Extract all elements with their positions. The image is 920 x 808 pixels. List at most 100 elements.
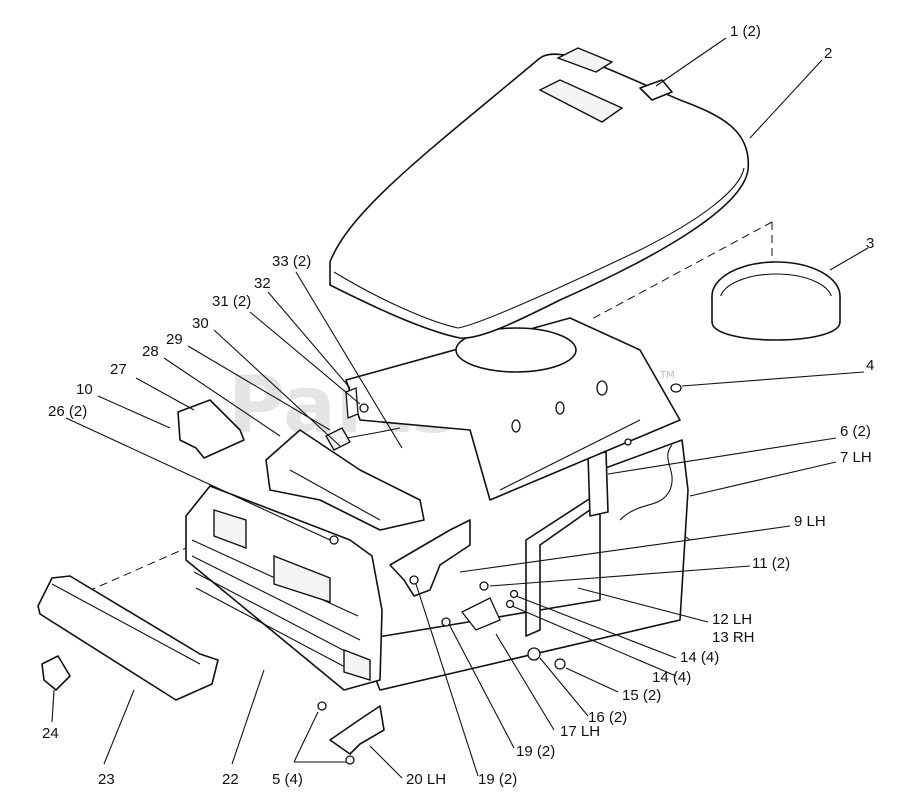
grille-mount-plate [389, 519, 471, 597]
callout-14a: 14 (4) [680, 649, 719, 666]
leader-15 [565, 667, 619, 693]
leader-28 [163, 357, 281, 437]
bolt-5-lower [345, 755, 355, 765]
leader-1 [655, 37, 727, 87]
pivot-17 [461, 597, 501, 631]
callout-2: 2 [824, 45, 832, 62]
leader-17 [495, 633, 555, 731]
dash-slot-3 [596, 380, 608, 396]
callout-20: 20 LH [406, 771, 446, 788]
leader-19a [449, 625, 515, 749]
hood-latch-recess [556, 47, 614, 73]
leader-10 [97, 395, 171, 429]
lower-grille-bracket [329, 705, 385, 755]
clip-screw [359, 403, 369, 413]
leader-32 [267, 291, 351, 389]
grille-slot-4 [195, 587, 363, 677]
screw-panel [624, 438, 632, 446]
callout-27: 27 [110, 361, 127, 378]
nose-cone-edge [51, 583, 201, 665]
leader-14a [515, 595, 677, 659]
harness-connector [325, 427, 351, 451]
callout-16: 16 (2) [588, 709, 627, 726]
watermark-trademark: TM [659, 370, 675, 381]
dash-panel [345, 317, 681, 501]
callout-12: 12 LH [712, 611, 752, 628]
dash-insert-fold [289, 469, 381, 521]
leader-9 [459, 525, 791, 573]
clip-nut [670, 383, 682, 393]
nut-15 [554, 658, 566, 670]
nut-14-b [505, 599, 515, 609]
callout-24: 24 [42, 725, 59, 742]
callout-11: 11 (2) [752, 555, 790, 572]
leader-31 [249, 311, 361, 405]
bolt-19-a [409, 575, 419, 585]
dash-insert [265, 429, 425, 531]
dash-slot-1 [511, 419, 521, 433]
harness-clip [345, 387, 359, 419]
leader-23 [103, 689, 135, 765]
callout-14b: 14 (4) [652, 669, 691, 686]
callout-19b: 19 (2) [478, 771, 517, 788]
nut-14-a [509, 589, 519, 599]
callout-31: 31 (2) [212, 293, 251, 310]
callout-7: 7 LH [840, 449, 872, 466]
leader-11 [489, 565, 751, 587]
grille-slot-3 [193, 571, 363, 661]
grille-lower-opening [343, 648, 371, 681]
dash-panel-lower-edge [499, 419, 641, 491]
screw-11 [479, 581, 489, 591]
callout-28: 28 [142, 343, 159, 360]
headlight-bracket [177, 399, 245, 459]
callout-22: 22 [222, 771, 239, 788]
side-panel-break-line [619, 444, 673, 521]
leader-26 [65, 417, 331, 541]
leader-33 [295, 271, 403, 449]
hood-vent [538, 79, 624, 123]
leader-19b [415, 583, 479, 777]
leader-16 [539, 657, 589, 717]
leader-4 [681, 371, 865, 387]
callout-10: 10 [76, 381, 93, 398]
ring-wall [711, 296, 841, 341]
headlight-opening-right [273, 554, 331, 603]
callout-1: 1 (2) [730, 23, 761, 40]
leader-2 [749, 59, 823, 139]
callout-26: 26 (2) [48, 403, 87, 420]
callout-4: 4 [866, 357, 874, 374]
leader-20 [369, 745, 403, 779]
bolt-5-upper [317, 701, 327, 711]
bolt-19-b [441, 617, 451, 627]
washer-16 [527, 647, 541, 661]
leader-3 [829, 247, 869, 271]
leader-27 [135, 377, 195, 411]
callout-23: 23 [98, 771, 115, 788]
hood-lip-line [333, 167, 745, 329]
leader-29 [187, 345, 331, 431]
leader-30 [213, 329, 341, 447]
callout-13: 13 RH [712, 629, 755, 646]
headlight-opening-left [213, 509, 247, 550]
leader-7 [689, 461, 837, 497]
callout-9: 9 LH [794, 513, 826, 530]
callout-3: 3 [866, 235, 874, 252]
dash-slot-2 [555, 401, 565, 415]
seat-ring-opening [455, 327, 577, 373]
side-tab [587, 451, 609, 517]
leader-24 [51, 689, 55, 723]
screw-26 [329, 535, 339, 545]
callout-33: 33 (2) [272, 253, 311, 270]
callout-17: 17 LH [560, 723, 600, 740]
hood-bumper [639, 79, 673, 101]
callout-19a: 19 (2) [516, 743, 555, 760]
leader-12-13 [577, 587, 709, 623]
hood [329, 53, 750, 339]
callout-29: 29 [166, 331, 183, 348]
leader-6 [607, 437, 837, 475]
callout-32: 32 [254, 275, 271, 292]
callout-6: 6 (2) [840, 423, 871, 440]
leader-5 [293, 711, 346, 763]
